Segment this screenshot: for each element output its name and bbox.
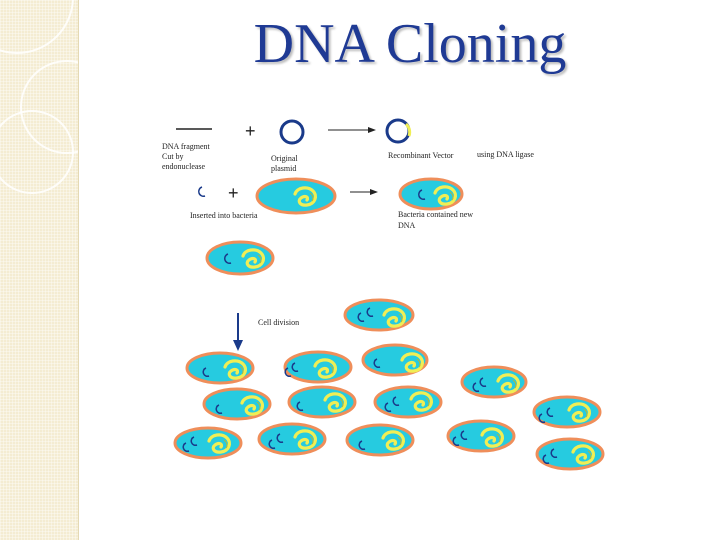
- contained-label-line2: DNA: [398, 221, 416, 230]
- recombinant-label: Recombinant Vector: [388, 151, 454, 160]
- fragment-label-line1: DNA fragment: [162, 142, 211, 151]
- plasmid-label-line2: plasmid: [271, 164, 296, 173]
- bacterium: [373, 385, 443, 419]
- bacterium: [361, 343, 429, 377]
- inserted-dna-segment: [404, 122, 412, 137]
- bacterium: [287, 385, 357, 419]
- bacterium: [205, 240, 275, 276]
- bacterium: [535, 437, 605, 471]
- bacterium: [460, 365, 528, 399]
- bacterium: [343, 298, 415, 332]
- bacterium: [283, 350, 353, 384]
- decorative-sidebar: [0, 0, 79, 540]
- division-label: Cell division: [258, 318, 299, 327]
- arrow-head: [368, 127, 376, 133]
- plus-sign: +: [228, 183, 239, 203]
- page-title: DNA Cloning: [253, 13, 567, 75]
- decorative-ring: [0, 110, 74, 194]
- division-arrow-head: [233, 340, 243, 351]
- bacterium: [202, 387, 272, 421]
- fragment-label-line3: endonuclease: [162, 162, 206, 171]
- ligase-label: using DNA ligase: [477, 150, 534, 159]
- plus-sign: +: [245, 121, 256, 141]
- bacterium: [446, 419, 516, 453]
- bacterium: [173, 426, 243, 460]
- fragment-label-line2: Cut by: [162, 152, 184, 161]
- bacterium: [257, 422, 327, 456]
- plasmid-label-line1: Original: [271, 154, 298, 163]
- recombinant-vector: [385, 118, 411, 144]
- original-plasmid: [279, 119, 305, 145]
- small-vector: [198, 186, 206, 197]
- inserted-label: Inserted into bacteria: [190, 211, 258, 220]
- bacterium: [185, 351, 255, 385]
- arrow-head: [370, 189, 378, 195]
- host-bacterium: [255, 177, 337, 215]
- bacterium: [532, 395, 602, 429]
- bacterium: [345, 423, 415, 457]
- transformed-bacterium: [398, 177, 464, 211]
- contained-label-line1: Bacteria contained new: [398, 210, 473, 219]
- dna-cloning-diagram: + DNA fragment Cut by endonuclease Origi…: [162, 118, 605, 471]
